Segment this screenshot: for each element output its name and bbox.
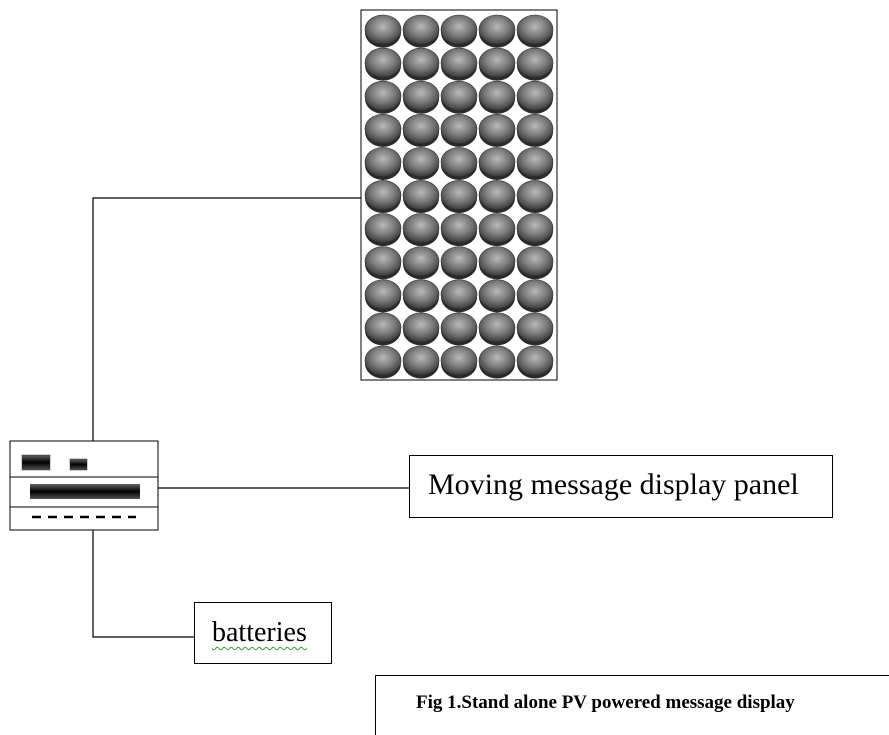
batteries-label-text: batteries [212,617,307,648]
solar-cell [440,246,478,277]
solar-cell [440,279,478,310]
solar-cell [364,113,402,144]
solar-cell [402,279,440,310]
solar-cell [478,213,516,243]
solar-cell [364,279,402,310]
solar-panel [360,9,558,381]
solar-cell [402,246,440,277]
solar-cell [516,47,554,78]
solar-cell [516,246,554,277]
solar-cell [516,113,554,144]
solar-cell [402,113,440,144]
solar-cell [364,312,402,343]
display-panel-label: Moving message display panel [409,455,833,518]
solar-cell [440,213,478,243]
charge-controller [9,440,159,531]
controller-indicator-large [21,454,51,471]
solar-cell [478,47,516,78]
solar-cell [402,14,440,45]
solar-cell [516,345,554,376]
figure-caption-text: Fig 1.Stand alone PV powered message dis… [416,692,795,713]
solar-cell [402,345,440,376]
solar-cell [478,80,516,111]
solar-cell [516,213,554,243]
solar-cell [478,147,516,177]
solar-cell [478,345,516,376]
solar-cell [478,279,516,310]
solar-cells [364,14,554,379]
solar-cell [516,14,554,45]
solar-cell [516,279,554,310]
solar-cell [440,14,478,45]
figure-caption: Fig 1.Stand alone PV powered message dis… [375,675,889,735]
controller-slot [30,484,140,499]
solar-cell [440,47,478,78]
solar-cell [440,345,478,376]
solar-cell [516,147,554,177]
solar-cell [478,246,516,277]
solar-cell [478,14,516,45]
solar-cell [364,47,402,78]
connection-lines [92,197,409,638]
solar-cell [402,80,440,111]
display-panel-label-text: Moving message display panel [428,468,799,501]
solar-cell [402,213,440,243]
controller-indicator-small [69,458,88,471]
line-controller-to-batteries [92,530,194,638]
solar-cell [364,246,402,277]
solar-cell [440,80,478,111]
solar-cell [402,47,440,78]
solar-cell [440,312,478,343]
solar-cell [364,147,402,177]
solar-cell [402,147,440,177]
solar-cell [478,312,516,343]
solar-cell [364,345,402,376]
solar-cell [364,213,402,243]
solar-cell [516,180,554,210]
solar-cell [402,312,440,343]
batteries-label: batteries [194,602,332,664]
line-controller-to-solar-panel [92,197,361,441]
solar-cell [364,180,402,210]
solar-cell [440,113,478,144]
solar-cell [478,113,516,144]
solar-cell [364,80,402,111]
solar-cell [516,80,554,111]
solar-cell [516,312,554,343]
solar-cell [440,147,478,177]
solar-cell [364,14,402,45]
solar-cell [402,180,440,210]
solar-cell [478,180,516,210]
solar-cell [440,180,478,210]
